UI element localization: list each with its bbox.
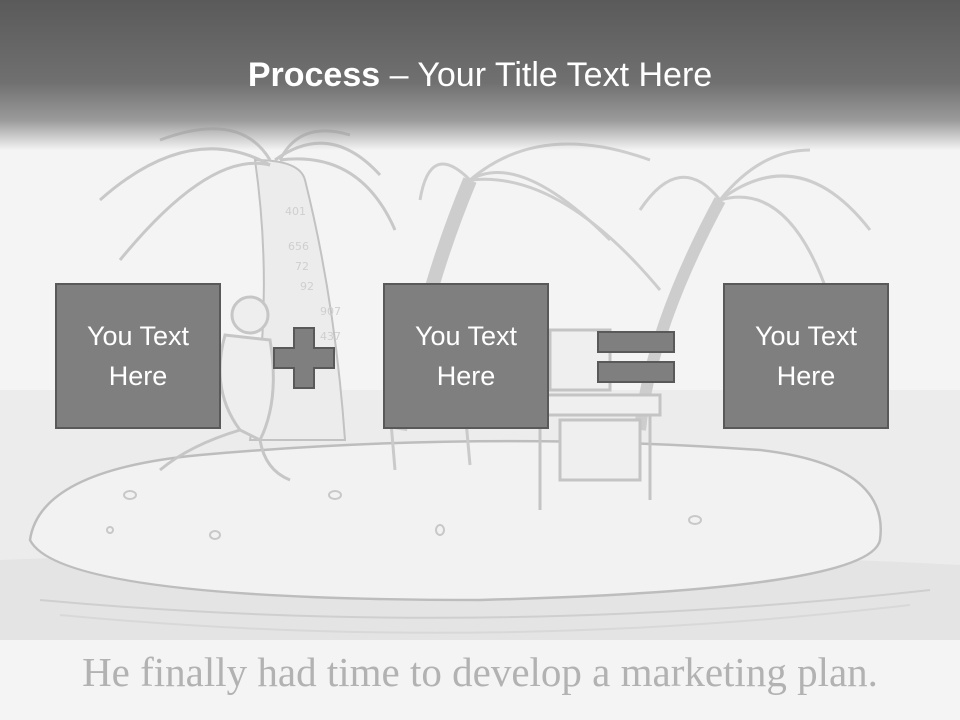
process-box-1-label: You Text Here <box>86 321 190 391</box>
process-box-2[interactable]: You Text Here <box>383 283 549 429</box>
svg-text:437: 437 <box>320 330 341 343</box>
svg-text:92: 92 <box>300 280 314 293</box>
slide-title: Process – Your Title Text Here <box>0 52 960 98</box>
title-bold: Process <box>247 56 381 94</box>
title-rest: – Your Title Text Here <box>380 56 713 94</box>
svg-text:401: 401 <box>285 205 306 218</box>
svg-text:656: 656 <box>288 240 309 253</box>
equals-icon <box>597 331 675 383</box>
plus-icon <box>273 327 335 389</box>
process-box-2-label: You Text Here <box>414 321 518 391</box>
process-box-3[interactable]: You Text Here <box>723 283 889 429</box>
svg-text:907: 907 <box>320 305 341 318</box>
process-box-1[interactable]: You Text Here <box>55 283 221 429</box>
title-band <box>0 0 960 150</box>
process-box-3-label: You Text Here <box>754 321 858 391</box>
svg-text:72: 72 <box>295 260 309 273</box>
cartoon-caption: He finally had time to develop a marketi… <box>82 649 878 695</box>
